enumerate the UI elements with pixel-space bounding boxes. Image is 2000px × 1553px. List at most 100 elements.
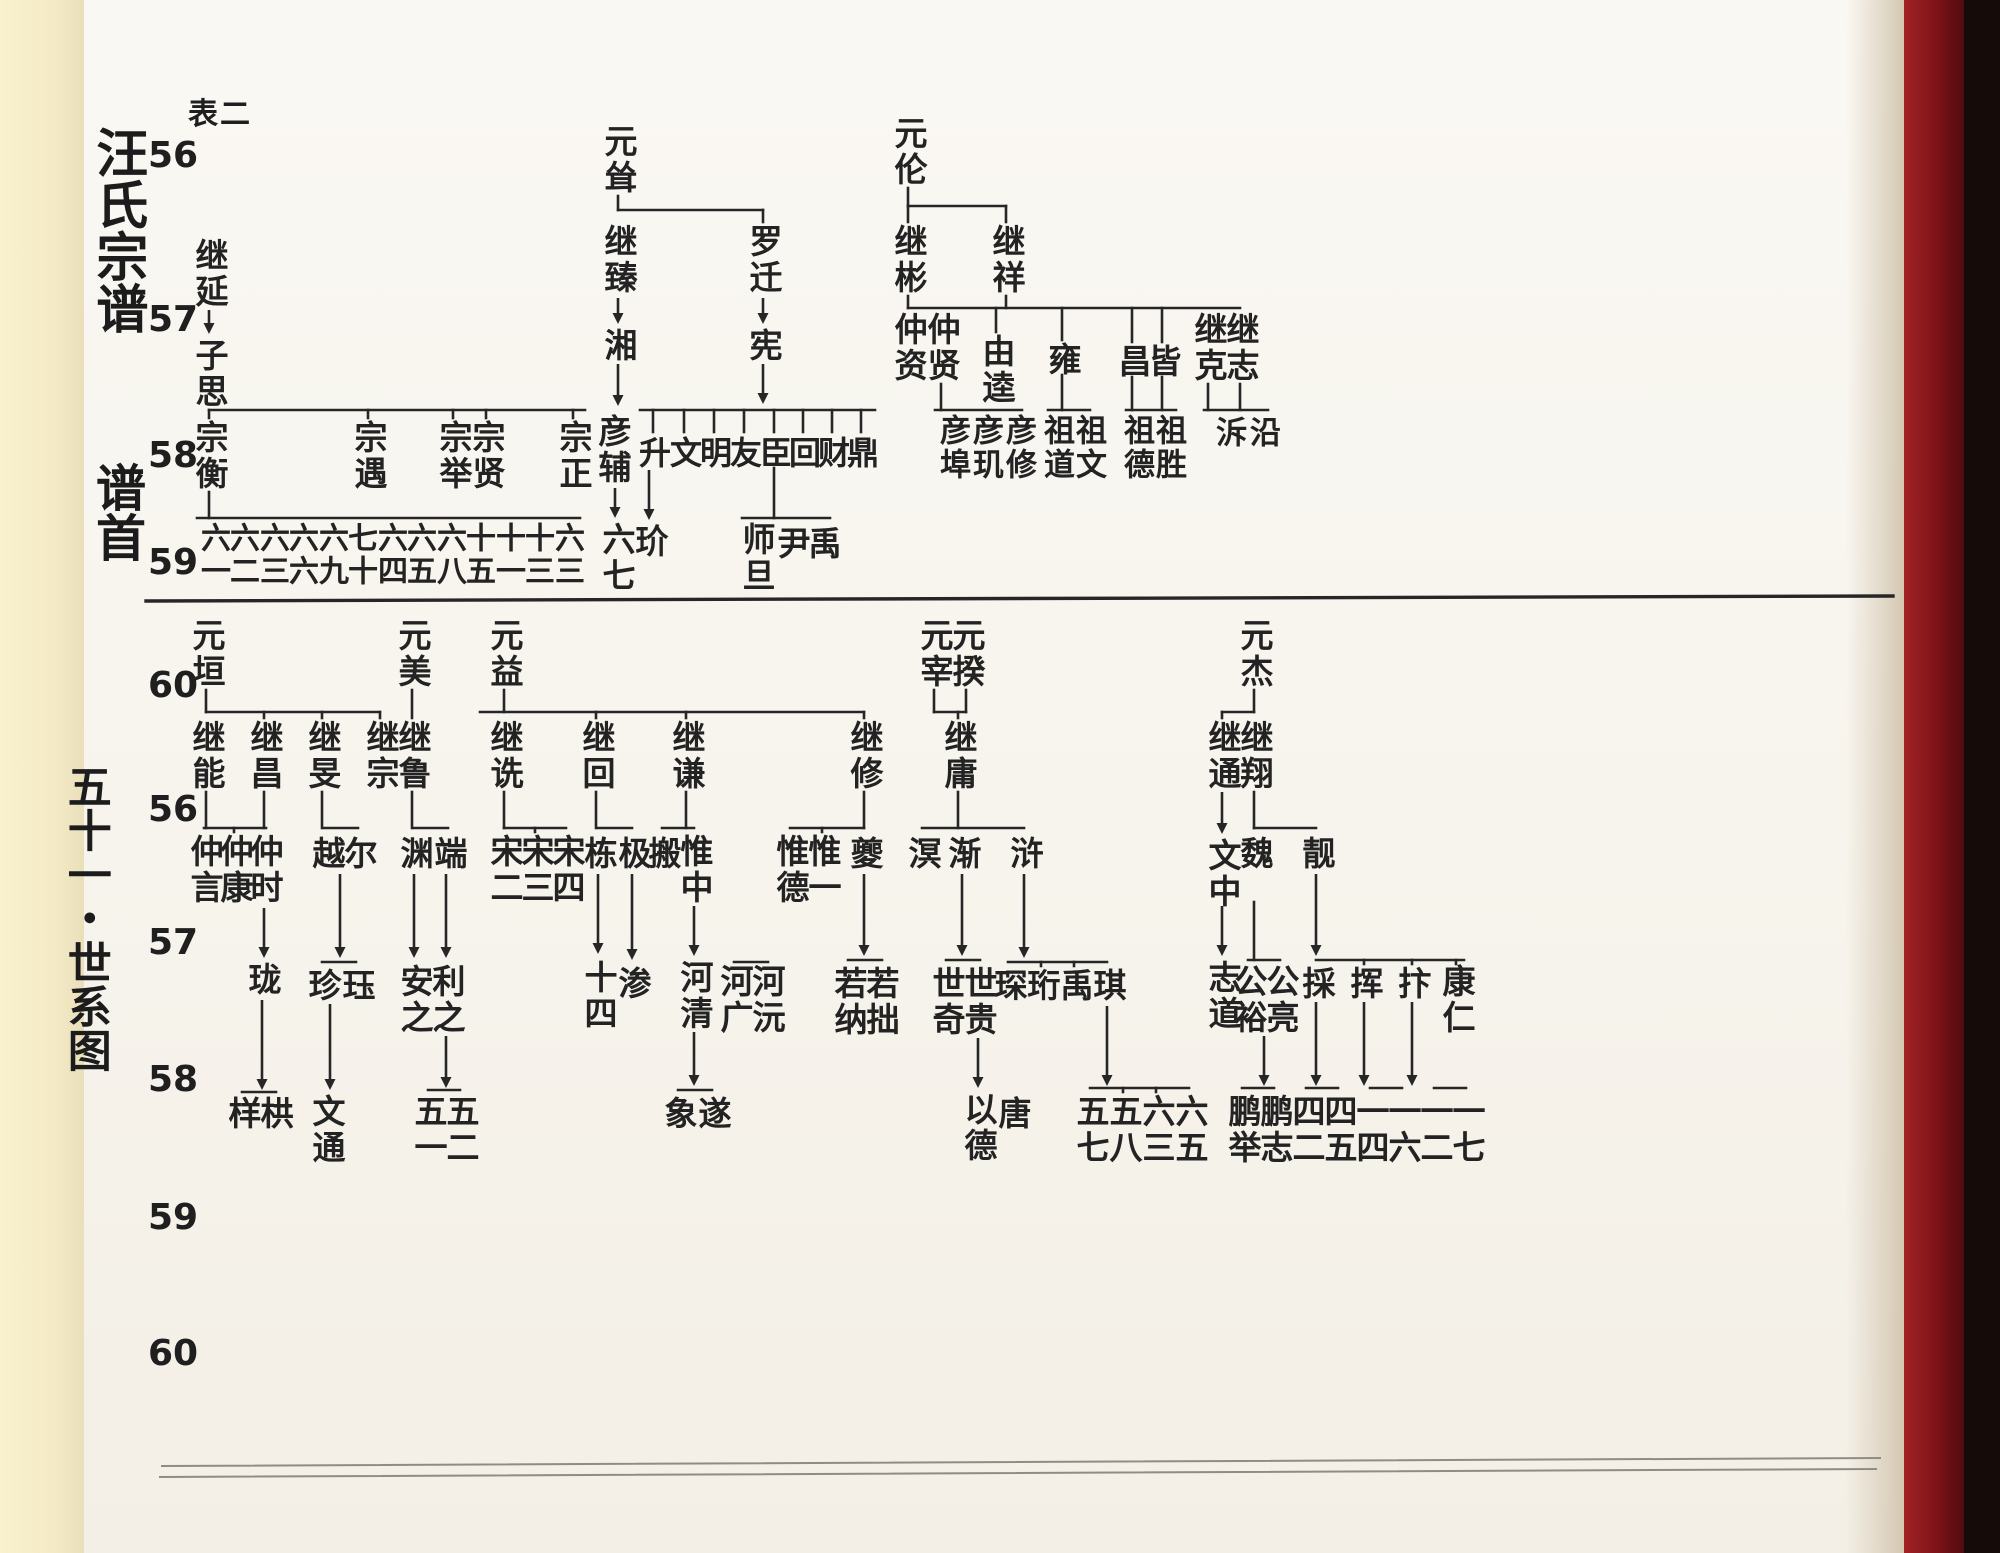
person-name: 宗贤 — [467, 420, 506, 492]
person-name: 栱 — [255, 1096, 294, 1132]
connector-arrowhead — [440, 947, 452, 958]
person-name: 元垣 — [187, 618, 226, 690]
person-name: 继延 — [190, 238, 229, 310]
person-name: 元揆 — [947, 618, 986, 690]
generation-label: 60 — [148, 1333, 199, 1374]
person-name: 珍 — [303, 968, 342, 1004]
person-name: 五二 — [441, 1094, 480, 1166]
generation-label: 56 — [148, 135, 199, 176]
person-name: 皆 — [1143, 344, 1182, 380]
connector-arrowhead — [1216, 823, 1228, 834]
person-name: 公裕 — [1229, 964, 1268, 1036]
person-name: 继通 — [1203, 720, 1242, 792]
person-name: 六五 — [1170, 1094, 1209, 1166]
generation-label: 59 — [148, 1197, 199, 1238]
generation-label: 58 — [148, 435, 199, 476]
connector-arrowhead — [1018, 947, 1030, 958]
person-name: 罗迁 — [744, 224, 783, 296]
person-name: 元杰 — [1235, 618, 1274, 690]
person-name: 六一 — [195, 522, 230, 588]
person-name: 河清 — [675, 960, 714, 1032]
connector-arrowhead — [440, 1077, 452, 1088]
connector-arrowhead — [1310, 1075, 1322, 1086]
person-name: 溟 — [903, 836, 942, 872]
connector-arrowhead — [334, 947, 346, 958]
connector-arrowhead — [1310, 945, 1322, 956]
person-name: 一六 — [1383, 1094, 1422, 1166]
person-name: 仲言 — [185, 834, 224, 906]
person-name: 湘 — [599, 328, 638, 364]
person-name: 继臻 — [599, 224, 638, 296]
person-name: 惟德 — [771, 834, 810, 906]
person-name: 五七 — [1071, 1094, 1110, 1166]
person-name: 六三 — [254, 522, 289, 588]
person-name: 仲康 — [215, 834, 254, 906]
person-name: 十一 — [490, 522, 525, 588]
margin-title-preface: 谱首 — [88, 462, 147, 562]
person-name: 元宰 — [915, 618, 954, 690]
person-name: 六三 — [1137, 1094, 1176, 1166]
person-name: 继志 — [1221, 312, 1260, 384]
person-name: 玠 — [630, 524, 669, 560]
person-name: 志道 — [1203, 960, 1242, 1032]
person-name: 继能 — [187, 720, 226, 792]
person-name: 宋二 — [485, 834, 524, 906]
person-name: 泝 — [1210, 416, 1246, 450]
connector-arrowhead — [1406, 1075, 1418, 1086]
person-name: 元伦 — [889, 116, 928, 188]
page-left-edge-strip — [0, 0, 84, 1553]
connector-arrowhead — [1258, 1075, 1270, 1086]
person-name: 继祥 — [987, 224, 1026, 296]
person-name: 祖文 — [1070, 414, 1106, 482]
person-name: 渊 — [395, 836, 434, 872]
person-name: 一二 — [1415, 1094, 1454, 1166]
book-binding-red-stripe — [1904, 0, 1964, 1553]
person-name: 五八 — [1104, 1094, 1143, 1166]
person-name: 禹 — [803, 526, 842, 562]
person-name: 七十 — [342, 522, 377, 588]
person-name: 尹 — [772, 526, 811, 562]
person-name: 元耸 — [599, 124, 638, 196]
person-name: 宗衡 — [190, 420, 229, 492]
person-name: 继修 — [845, 720, 884, 792]
person-name: 师旦 — [737, 522, 776, 594]
person-name: 利之 — [427, 964, 466, 1036]
person-name: 珑 — [243, 962, 282, 998]
person-name: 浒 — [1005, 836, 1044, 872]
person-name: 彦埠 — [934, 414, 970, 482]
person-name: 六六 — [283, 522, 318, 588]
person-name: 文通 — [307, 1094, 346, 1166]
person-name: 端 — [429, 836, 468, 872]
connector-line — [158, 1467, 1878, 1479]
person-name: 尔 — [339, 836, 378, 872]
person-name: 世奇 — [927, 966, 966, 1038]
person-name: 明 — [695, 436, 733, 471]
person-name: 象 — [659, 1096, 698, 1132]
connector-arrowhead — [972, 1077, 984, 1088]
person-name: 珩 — [1022, 968, 1061, 1004]
book-binding-black-edge — [1964, 0, 2000, 1553]
person-name: 河沅 — [747, 964, 786, 1036]
connector-arrowhead — [956, 945, 968, 956]
person-name: 沿 — [1244, 416, 1280, 450]
generation-label: 58 — [148, 1059, 199, 1100]
person-name: 惟中 — [675, 834, 714, 906]
generation-label: 56 — [148, 789, 199, 830]
person-name: 十五 — [460, 522, 495, 588]
connector-line — [144, 594, 1895, 603]
person-name: 十四 — [579, 960, 618, 1032]
person-name: 雍 — [1043, 342, 1082, 378]
person-name: 鹏举 — [1223, 1094, 1262, 1166]
person-name: 四二 — [1287, 1094, 1326, 1166]
person-name: 继回 — [577, 720, 616, 792]
person-name: 六五 — [401, 522, 436, 588]
connector-arrowhead — [609, 507, 621, 518]
person-name: 安之 — [395, 964, 434, 1036]
person-name: 宗正 — [554, 420, 593, 492]
person-name: 挥 — [1345, 966, 1384, 1002]
person-name: 文中 — [1203, 838, 1242, 910]
person-name: 宗遇 — [349, 420, 388, 492]
person-name: 继诜 — [485, 720, 524, 792]
person-name: 琛 — [989, 968, 1028, 1004]
